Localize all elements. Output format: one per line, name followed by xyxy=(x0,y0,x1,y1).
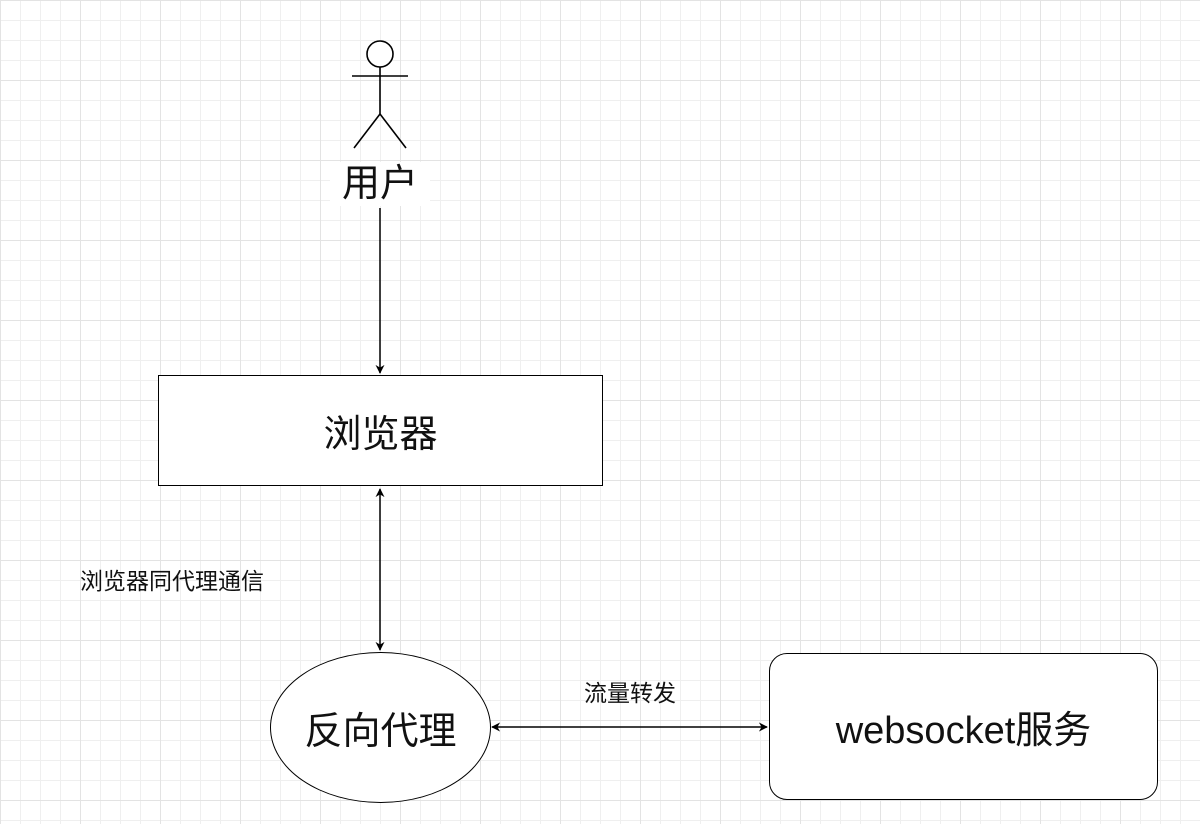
user-label: 用户 xyxy=(330,162,430,206)
reverse-proxy-node-label: 反向代理 xyxy=(304,711,457,753)
traffic-forward-edge-label: 流量转发 xyxy=(584,680,676,706)
websocket-service-node-label: websocket服务 xyxy=(835,710,1092,752)
actor-head xyxy=(366,40,394,68)
browser-node-label: 浏览器 xyxy=(323,414,438,456)
actor-right-leg xyxy=(379,113,407,149)
browser-proxy-edge-label: 浏览器同代理通信 xyxy=(80,568,264,594)
websocket-service-node[interactable]: websocket服务 xyxy=(769,653,1158,800)
user-actor-icon[interactable] xyxy=(352,40,408,149)
reverse-proxy-node[interactable]: 反向代理 xyxy=(270,652,491,803)
browser-node[interactable]: 浏览器 xyxy=(158,375,603,486)
actor-left-leg xyxy=(353,113,381,149)
